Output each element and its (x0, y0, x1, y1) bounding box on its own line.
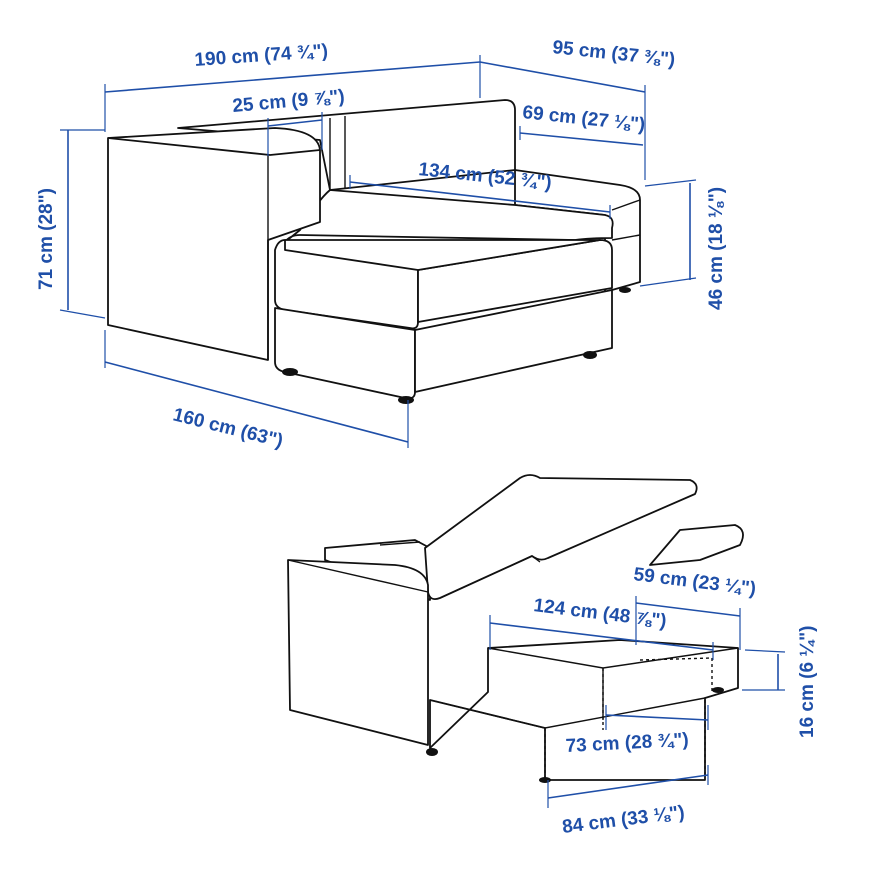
label-chaise-depth: 95 cm (37 ⅜") (551, 37, 676, 71)
label-total-width: 190 cm (74 ¾") (194, 41, 329, 71)
label-front-width: 84 cm (33 ⅛") (561, 802, 686, 838)
label-height: 71 cm (28") (36, 188, 57, 290)
label-depth: 160 cm (63") (171, 404, 285, 452)
dimension-lines-bottom (489, 596, 786, 808)
label-storage-height: 16 cm (6 ¼") (797, 625, 818, 738)
label-armrest-width: 25 cm (9 ⅞") (232, 86, 346, 117)
label-seat-depth: 69 cm (27 ⅛") (521, 102, 646, 136)
chaise-longue-drawing (107, 99, 641, 404)
label-storage-depth: 59 cm (23 ¼") (632, 564, 757, 600)
label-storage-width: 124 cm (48 ⅞") (532, 595, 667, 632)
dimension-lines-top (59, 55, 697, 448)
label-seat-height: 46 cm (18 ⅛") (706, 187, 727, 310)
storage-open-drawing (287, 474, 744, 783)
